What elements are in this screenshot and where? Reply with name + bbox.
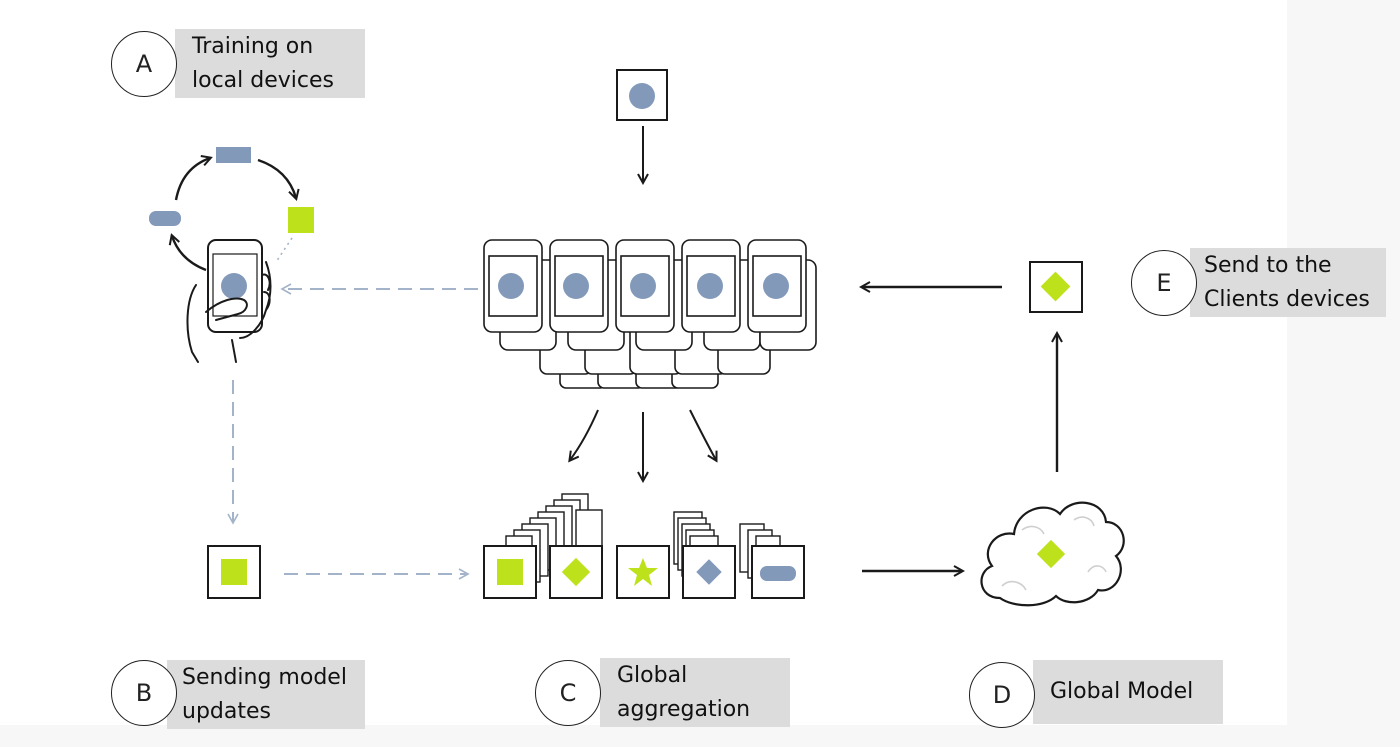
- diagram-canvas: A Training on local devices B Sending mo…: [111, 29, 1386, 729]
- step-a-line1: Training on: [192, 34, 314, 59]
- step-c-label: Global aggregation: [600, 658, 790, 727]
- step-b-line2: updates: [182, 699, 271, 724]
- step-c-badge: C: [535, 660, 601, 726]
- step-d-label: Global Model: [1033, 660, 1223, 724]
- step-e-line2: Clients devices: [1204, 287, 1370, 312]
- step-e-line1: Send to the: [1204, 253, 1332, 278]
- step-d-line1: Global Model: [1050, 679, 1194, 704]
- step-e-badge: E: [1131, 250, 1197, 316]
- step-a-badge: A: [111, 31, 177, 97]
- step-a-label: Training on local devices: [175, 29, 365, 98]
- initial-model-card-icon: [616, 69, 668, 121]
- step-c-line1: Global: [617, 663, 688, 688]
- cloud-icon: [980, 501, 1125, 607]
- cycle-arrows-icon: [149, 147, 314, 272]
- federated-learning-diagram: [149, 69, 1125, 607]
- step-b-line1: Sending model: [182, 665, 347, 690]
- arrow-phones-to-cards-left: [570, 409, 599, 460]
- step-d-badge: D: [969, 662, 1035, 728]
- step-a-line2: local devices: [192, 68, 334, 93]
- step-c-line2: aggregation: [617, 697, 751, 722]
- phone-stack-icon: [483, 239, 817, 389]
- global-model-card-icon: [1029, 261, 1083, 313]
- step-b-badge: B: [111, 660, 177, 726]
- aggregation-front-cards: [483, 545, 805, 599]
- step-b-label: Sending model updates: [167, 660, 365, 729]
- phone-screen-dots: [498, 273, 789, 299]
- step-e-label: Send to the Clients devices: [1190, 248, 1386, 317]
- arrow-phones-to-cards-right: [689, 409, 716, 460]
- hand-phone-icon: [186, 239, 272, 363]
- local-update-card-icon: [207, 545, 261, 599]
